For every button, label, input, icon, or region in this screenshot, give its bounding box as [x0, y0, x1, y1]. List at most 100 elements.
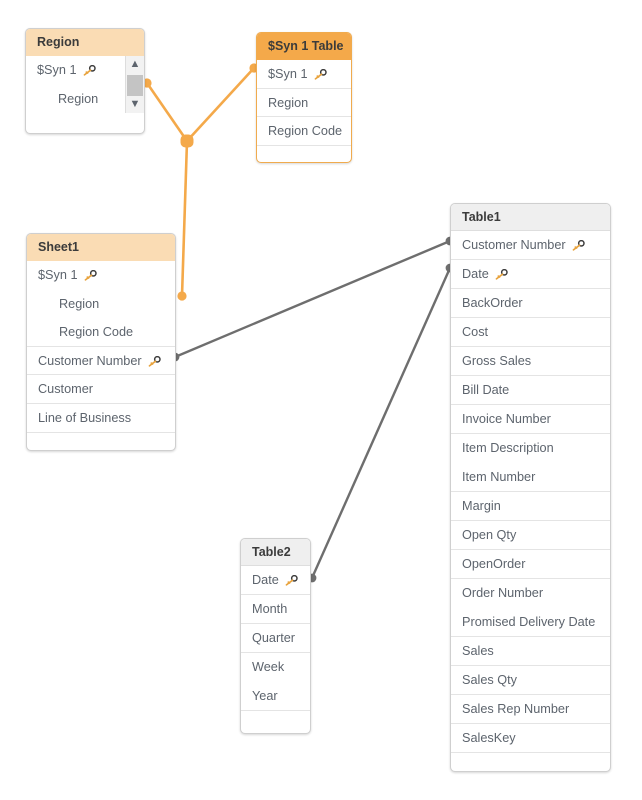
- field-label: Customer Number: [462, 238, 566, 252]
- field-row[interactable]: Invoice Number: [451, 405, 610, 434]
- normal-association-links: [170, 236, 455, 583]
- synthetic-key-node[interactable]: [180, 134, 194, 148]
- field-row[interactable]: Region: [257, 89, 351, 118]
- field-row-spacer: [451, 753, 610, 771]
- field-row[interactable]: Item Number: [451, 463, 610, 492]
- field-row[interactable]: Margin: [451, 492, 610, 521]
- table-card-sheet1[interactable]: Sheet1 $Syn 1 Region Region Code Custome…: [26, 233, 176, 451]
- field-label: Region: [268, 95, 309, 110]
- field-row[interactable]: Bill Date: [451, 376, 610, 405]
- field-row[interactable]: $Syn 1: [27, 261, 175, 290]
- link-synthetic-node-to-syn1table[interactable]: [186, 67, 255, 142]
- endpoint-sheet1-syn: [177, 291, 187, 301]
- field-row[interactable]: $Syn 1: [257, 60, 351, 89]
- field-label: Sales Qty: [462, 673, 517, 687]
- field-row[interactable]: Customer Number: [27, 347, 175, 376]
- field-row[interactable]: OpenOrder: [451, 550, 610, 579]
- field-label: Sales Rep Number: [462, 702, 570, 716]
- scrollbar-thumb[interactable]: [127, 75, 143, 96]
- field-label: Gross Sales: [462, 354, 532, 368]
- link-sheet1-customer-number-to-table1[interactable]: [174, 239, 451, 359]
- field-label: $Syn 1: [38, 268, 78, 282]
- field-row[interactable]: Line of Business: [27, 404, 175, 433]
- scroll-down-icon[interactable]: ▼: [129, 98, 141, 111]
- field-row[interactable]: Order Number: [451, 579, 610, 608]
- field-label: Region: [58, 91, 99, 106]
- table-card-table2[interactable]: Table2 Date Month Quarter Week Year: [240, 538, 311, 734]
- field-list-sheet1: $Syn 1 Region Region Code Customer Numbe…: [27, 261, 175, 450]
- field-label: Margin: [462, 499, 501, 513]
- key-icon: [84, 263, 97, 281]
- field-label: Month: [252, 602, 288, 616]
- field-label: Line of Business: [38, 410, 132, 425]
- key-icon: [285, 568, 298, 586]
- key-icon: [572, 233, 585, 251]
- field-label: Promised Delivery Date: [462, 615, 596, 629]
- link-synthetic-node-to-sheet1[interactable]: [180, 140, 189, 297]
- field-row[interactable]: Sales Rep Number: [451, 695, 610, 724]
- field-row[interactable]: Gross Sales: [451, 347, 610, 376]
- region-vertical-scrollbar[interactable]: ▲ ▼: [125, 56, 144, 114]
- table-title-syn1table: $Syn 1 Table: [257, 33, 351, 60]
- field-list-table2: Date Month Quarter Week Year: [241, 566, 310, 731]
- field-row[interactable]: Customer: [27, 375, 175, 404]
- link-table2-date-to-table1-date[interactable]: [310, 267, 452, 579]
- field-label: Item Number: [462, 470, 536, 484]
- table-card-table1[interactable]: Table1 Customer Number Date BackOrder Co…: [450, 203, 611, 772]
- field-label: Item Description: [462, 441, 554, 455]
- field-label: Customer: [38, 382, 93, 397]
- link-region-to-synthetic-node[interactable]: [145, 82, 189, 142]
- field-row[interactable]: BackOrder: [451, 289, 610, 318]
- field-label: Invoice Number: [462, 412, 551, 426]
- field-row-spacer: [27, 433, 175, 450]
- field-list-table1: Customer Number Date BackOrder Cost Gros…: [451, 231, 610, 771]
- table-card-syn1table[interactable]: $Syn 1 Table $Syn 1 Region Region Code: [256, 32, 352, 163]
- field-row[interactable]: Customer Number: [451, 231, 610, 260]
- table-title-table2: Table2: [241, 539, 310, 566]
- field-row[interactable]: Sales Qty: [451, 666, 610, 695]
- field-label: Date: [252, 573, 279, 587]
- table-title-region: Region: [26, 29, 144, 56]
- field-row[interactable]: Open Qty: [451, 521, 610, 550]
- field-label: Customer Number: [38, 353, 142, 368]
- field-row[interactable]: Year: [241, 682, 310, 711]
- table-title-table1: Table1: [451, 204, 610, 231]
- field-row[interactable]: Region: [27, 290, 175, 319]
- field-row[interactable]: Week: [241, 653, 310, 682]
- scroll-up-icon[interactable]: ▲: [129, 58, 141, 70]
- field-label: Order Number: [462, 586, 544, 600]
- field-row[interactable]: Item Description: [451, 434, 610, 463]
- field-row[interactable]: Month: [241, 595, 310, 624]
- field-row[interactable]: Date: [451, 260, 610, 289]
- field-row-spacer: [241, 711, 310, 731]
- field-label: $Syn 1: [37, 63, 77, 77]
- key-icon: [314, 62, 327, 80]
- key-icon: [148, 349, 161, 367]
- field-row[interactable]: Region: [26, 85, 144, 114]
- field-row-spacer: [257, 146, 351, 162]
- field-list-syn1table: $Syn 1 Region Region Code: [257, 60, 351, 162]
- field-label: Bill Date: [462, 383, 510, 397]
- field-label: SalesKey: [462, 731, 516, 745]
- field-row[interactable]: Region Code: [257, 117, 351, 146]
- field-row[interactable]: Region Code: [27, 318, 175, 347]
- key-icon: [83, 58, 96, 76]
- field-row[interactable]: Quarter: [241, 624, 310, 653]
- field-row[interactable]: Sales: [451, 637, 610, 666]
- field-label: $Syn 1: [268, 67, 308, 81]
- field-label: Region: [59, 296, 100, 311]
- field-row[interactable]: $Syn 1: [26, 56, 144, 85]
- table-card-region[interactable]: Region $Syn 1 Region ▲ ▼: [25, 28, 145, 134]
- table-title-sheet1: Sheet1: [27, 234, 175, 261]
- field-label: Open Qty: [462, 528, 517, 542]
- field-row[interactable]: SalesKey: [451, 724, 610, 753]
- field-label: Region Code: [59, 325, 134, 340]
- field-row[interactable]: Date: [241, 566, 310, 595]
- field-label: BackOrder: [462, 296, 523, 310]
- field-row[interactable]: Cost: [451, 318, 610, 347]
- key-icon: [495, 262, 508, 280]
- field-label: Year: [252, 689, 278, 703]
- field-label: Cost: [462, 325, 489, 339]
- field-row[interactable]: Promised Delivery Date: [451, 608, 610, 637]
